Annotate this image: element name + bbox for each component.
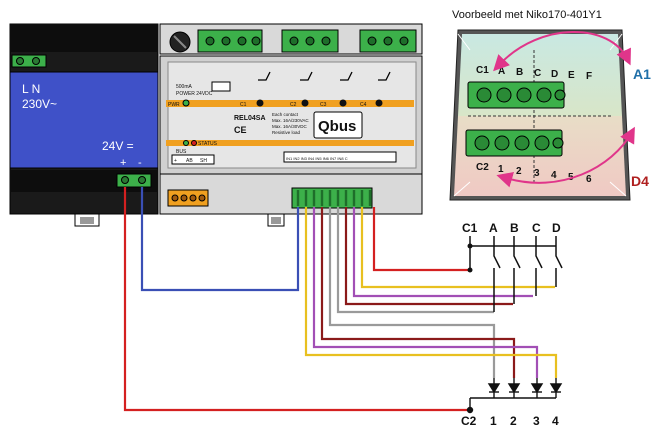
niko-top-d: D (551, 69, 558, 80)
relay-label-c4: C4 (360, 102, 367, 108)
wire-purple-c (352, 207, 533, 298)
pwr-led-label: PWR (168, 102, 180, 108)
bus-terminal-sh: SH (200, 158, 207, 164)
rating-line-1: Each contact (272, 112, 299, 117)
led-3 (530, 378, 544, 398)
qbus-relay-module: 500mA POWER 24VDC PWR C1 C2 C3 C4 REL04S… (159, 23, 423, 227)
wire-darkred-b (344, 207, 513, 306)
switch-contacts (493, 236, 563, 312)
schematic-c2: C2 (461, 414, 477, 427)
relay-label-c2: C2 (290, 102, 297, 108)
wire-red-common (372, 207, 470, 272)
niko-bottom-2: 2 (516, 166, 522, 177)
example-title: Voorbeeld met Niko170-401Y1 (452, 9, 602, 21)
schematic-led-3: 3 (533, 414, 540, 427)
niko-bottom-6: 6 (586, 174, 592, 185)
niko-bottom-4: 4 (551, 170, 557, 181)
niko-top-f: F (586, 71, 592, 82)
power-supply: L N 230V~ 24V = + - (9, 23, 159, 227)
schematic-contact-c: C (532, 221, 541, 235)
label-d4: D4 (631, 173, 649, 189)
wire-red-24v-plus (123, 187, 470, 412)
schematic-contact-b: B (510, 221, 519, 235)
wire-gray-led1 (328, 207, 496, 378)
niko-top-b: B (516, 67, 523, 78)
relay-label-c3: C3 (320, 102, 327, 108)
io-terminal-text: IN1 IN2 IN3 IN4 IN5 IN6 IN7 IN8 C (286, 156, 348, 161)
qbus-brand: Qbus (318, 118, 356, 135)
led-row (466, 378, 563, 414)
psu-ac-label: L N (22, 82, 40, 96)
schematic-led-1: 1 (490, 414, 497, 427)
niko-bottom-1: 1 (498, 164, 504, 175)
wire-yellow-d (360, 207, 555, 289)
psu-dc-voltage: 24V = (102, 139, 134, 153)
relay-label-c1: C1 (240, 102, 247, 108)
schematic-contact-d: D (552, 221, 561, 235)
psu-plus: + (120, 157, 126, 169)
rating-line-4: Resistive load (272, 130, 301, 135)
wire-purple-led3 (312, 207, 539, 378)
bus-label: BUS (176, 149, 187, 155)
switch-schematic: C1 A B C D C2 1 2 3 4 (461, 221, 563, 427)
wire-blue-24v-minus (140, 187, 300, 292)
psu-ac-voltage: 230V~ (22, 97, 57, 111)
wire-gray-a (336, 207, 494, 314)
niko-switch-illustration: Voorbeeld met Niko170-401Y1 C1 A B C (449, 9, 651, 201)
niko-top-e: E (568, 70, 575, 81)
input-terminal-block (291, 187, 373, 209)
arrow-d4 (496, 126, 635, 188)
niko-top-terminal (467, 81, 566, 109)
pwr-led (182, 99, 190, 107)
led-4 (549, 378, 563, 398)
bus-terminal-plus: + (174, 158, 177, 164)
niko-top-c1: C1 (476, 65, 489, 76)
rating-line-3: Max. 16A/30VDC (272, 124, 308, 129)
fuse-label: 500mA (176, 84, 193, 90)
niko-top-a: A (498, 66, 505, 77)
wire-yellow-led4 (304, 207, 558, 378)
relay-indicators: C1 C2 C3 C4 (240, 99, 383, 108)
led-1 (487, 378, 501, 398)
bus-terminal-ab: AB (186, 158, 193, 164)
label-a1: A1 (633, 66, 651, 82)
niko-bottom-3: 3 (534, 168, 540, 179)
ce-mark: CE (234, 125, 247, 135)
wires (123, 187, 558, 412)
niko-bottom-terminal (465, 129, 564, 157)
arrow-a1 (493, 31, 631, 72)
power-label: POWER 24VDC (176, 91, 213, 97)
schematic-c1: C1 (462, 221, 478, 235)
psu-label-panel (9, 71, 159, 169)
niko-bottom-c2: C2 (476, 162, 489, 173)
rating-line-2: Max. 16A/230VAC (272, 118, 309, 123)
bus-connector (167, 189, 209, 207)
led-2 (507, 378, 521, 398)
status-label: STATUS (198, 141, 218, 147)
module-model: REL04SA (234, 115, 266, 122)
schematic-led-4: 4 (552, 414, 559, 427)
schematic-contact-a: A (489, 221, 498, 235)
psu-minus: - (138, 157, 142, 169)
schematic-led-2: 2 (510, 414, 517, 427)
niko-top-c: C (534, 68, 541, 79)
rating-text: Each contact Max. 16A/230VAC Max. 16A/30… (272, 112, 309, 135)
wire-darkred-led2 (320, 207, 516, 378)
